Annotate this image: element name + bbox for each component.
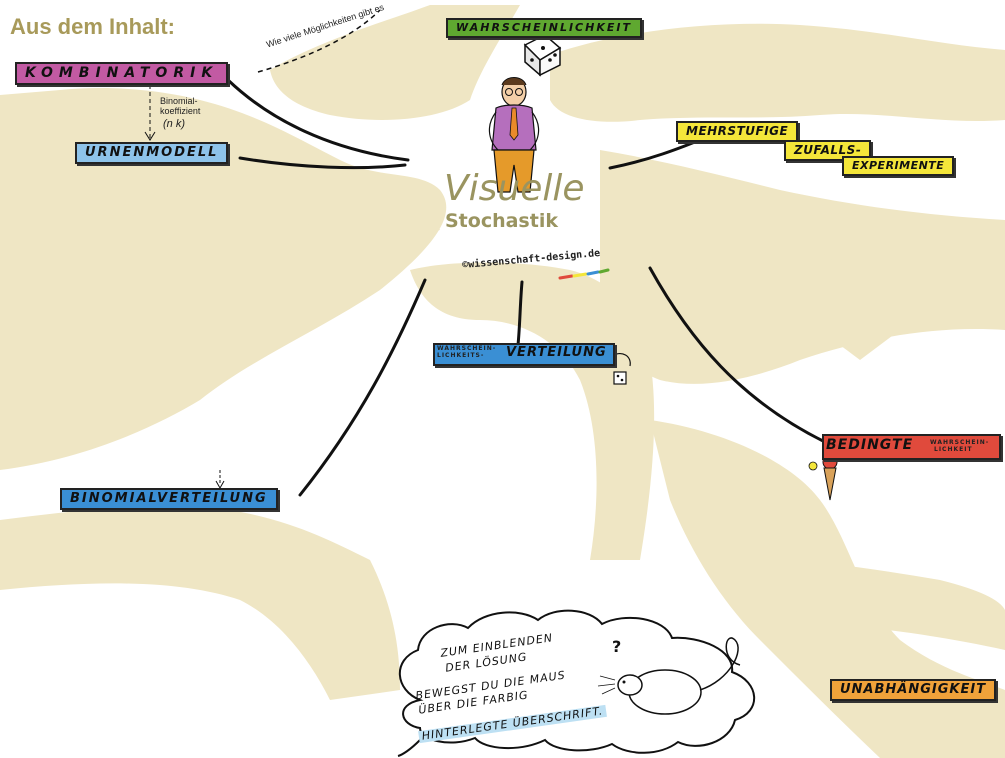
topic-experimente[interactable]: EXPERIMENTE (842, 156, 955, 177)
mouse-illustration: ? (597, 637, 741, 715)
binomial-line2: koeffizient (160, 106, 201, 116)
bedingte-suffix-1: WAHRSCHEIN- (930, 439, 990, 446)
beige-band-lower-left (0, 505, 400, 700)
binomial-line1: Binomial- (160, 96, 198, 106)
topic-urnenmodell[interactable]: URNENMODELL (75, 142, 229, 165)
cloud-tail (397, 739, 421, 757)
person-illustration (488, 77, 540, 193)
arrow-binomial-head (144, 131, 156, 141)
topic-bedingte[interactable]: BEDINGTE (826, 437, 914, 453)
dice-icon (523, 34, 562, 77)
beige-band-top-right (550, 23, 1005, 122)
topic-verteilung-box[interactable] (433, 343, 615, 366)
connector-lines (226, 78, 827, 497)
bedingte-suffix-2: LICHKEIT (934, 446, 973, 453)
speech-cloud (398, 609, 756, 754)
svg-text:?: ? (612, 637, 621, 656)
topic-kombinatorik[interactable]: KOMBINATORIK (15, 62, 229, 86)
page-subtitle: Stochastik (445, 210, 558, 232)
beige-band-center (239, 178, 440, 236)
connector-bedingte (648, 266, 827, 444)
verteilung-prefix-1: WAHRSCHEIN- (437, 345, 497, 352)
beige-band-group (0, 5, 1005, 758)
topic-wahrscheinlichkeit[interactable]: WAHRSCHEINLICHKEIT (446, 18, 642, 39)
topic-binomialverteilung[interactable]: BINOMIALVERTEILUNG (60, 488, 278, 511)
connector-binomialverteilung (298, 278, 427, 497)
beige-band-center-bottom (410, 262, 655, 560)
connector-mehrstufige (608, 138, 702, 170)
topic-unabhaengigkeit[interactable]: UNABHÄNGIGKEIT (830, 679, 997, 702)
topic-verteilung[interactable]: VERTEILUNG (506, 345, 607, 360)
topic-zufalls[interactable]: ZUFALLS- (784, 140, 872, 162)
beige-band-bottom-right (760, 560, 1005, 650)
beige-band-right-mid (650, 221, 900, 360)
heading: Aus dem Inhalt: (10, 14, 176, 39)
topic-mehrstufige[interactable]: MEHRSTUFIGE (676, 121, 799, 143)
page-title: Visuelle (444, 168, 585, 209)
binomial-symbol: (n k) (163, 118, 185, 130)
connector-urnenmodell (238, 156, 407, 170)
connector-verteilung (516, 280, 524, 347)
topic-bedingte-box[interactable] (822, 434, 1001, 460)
connector-kombinatorik (226, 78, 410, 162)
verteilung-prefix-2: LICHKEITS- (437, 352, 485, 359)
color-stripes (558, 268, 610, 280)
